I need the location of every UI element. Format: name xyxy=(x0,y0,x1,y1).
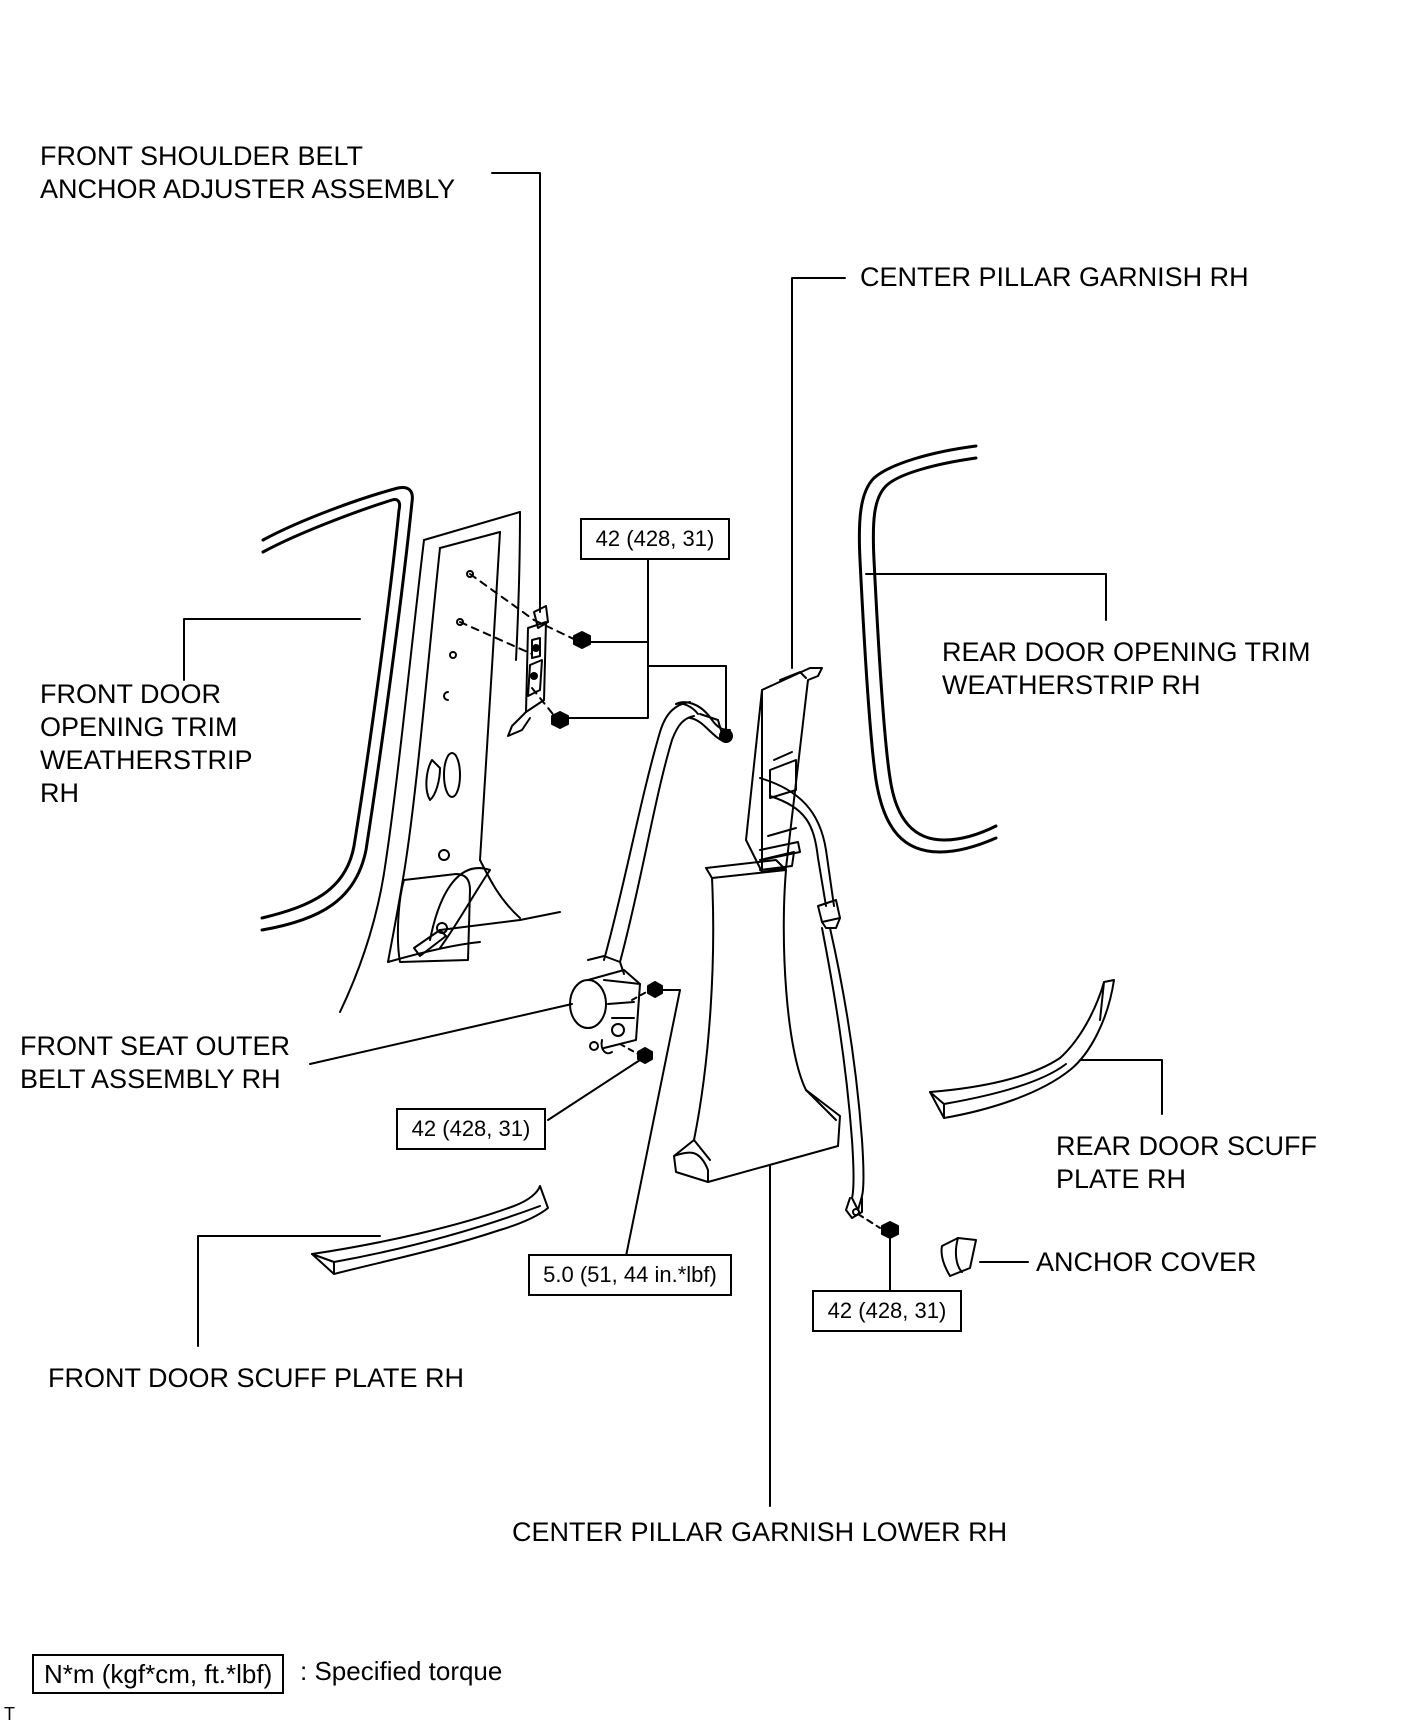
rear-door-weatherstrip-line-2: WEATHERSTRIP RH xyxy=(942,670,1201,700)
rear-door-scuff-line-2: PLATE RH xyxy=(1056,1164,1187,1194)
front-door-scuff-line-1: FRONT DOOR SCUFF PLATE RH xyxy=(48,1363,465,1393)
leader-lines xyxy=(183,172,1163,1507)
front-door-weatherstrip-label: FRONT DOOR OPENING TRIM WEATHERSTRIP RH xyxy=(40,678,253,810)
body-inner-panel xyxy=(339,511,561,1013)
torque-retractor-upper: 5.0 (51, 44 in.*lbf) xyxy=(528,1254,732,1296)
center-pillar-garnish-label: CENTER PILLAR GARNISH RH xyxy=(860,261,1249,294)
front-shoulder-belt-label: FRONT SHOULDER BELT ANCHOR ADJUSTER ASSE… xyxy=(40,140,455,206)
front-seat-outer-belt-line-1: FRONT SEAT OUTER xyxy=(20,1031,291,1061)
rear-door-scuff-part xyxy=(929,979,1115,1119)
front-door-weatherstrip-line-3: WEATHERSTRIP xyxy=(40,745,253,775)
front-shoulder-belt-line-2: ANCHOR ADJUSTER ASSEMBLY xyxy=(40,174,456,204)
torque-legend-text: : Specified torque xyxy=(300,1656,503,1686)
torque-upper-anchor: 42 (428, 31) xyxy=(580,518,730,560)
rear-door-weatherstrip-line-1: REAR DOOR OPENING TRIM xyxy=(942,637,1311,667)
front-seat-outer-belt-line-2: BELT ASSEMBLY RH xyxy=(20,1064,281,1094)
front-door-weatherstrip-part xyxy=(260,486,414,932)
center-pillar-garnish-part xyxy=(745,667,823,873)
anchor-cover-label: ANCHOR COVER xyxy=(1036,1246,1257,1279)
front-door-weatherstrip-line-1: FRONT DOOR xyxy=(40,679,221,709)
center-pillar-garnish-line-1: CENTER PILLAR GARNISH RH xyxy=(860,262,1249,292)
corner-mark: T xyxy=(4,1704,15,1724)
front-door-weatherstrip-line-4: RH xyxy=(40,778,79,808)
center-pillar-garnish-lower-line-1: CENTER PILLAR GARNISH LOWER RH xyxy=(512,1517,1008,1547)
shoulder-anchor-adjuster-part xyxy=(459,573,591,737)
belt-retractor-part xyxy=(569,955,663,1064)
front-door-scuff-label: FRONT DOOR SCUFF PLATE RH xyxy=(48,1362,464,1395)
front-seat-outer-belt-label: FRONT SEAT OUTER BELT ASSEMBLY RH xyxy=(20,1030,290,1096)
seat-belt-webbing xyxy=(603,701,899,1239)
anchor-cover-part xyxy=(940,1237,977,1277)
rear-door-scuff-line-1: REAR DOOR SCUFF xyxy=(1056,1131,1318,1161)
center-pillar-garnish-lower-part xyxy=(673,859,841,1183)
anchor-cover-line-1: ANCHOR COVER xyxy=(1036,1247,1257,1277)
front-door-scuff-part xyxy=(311,1185,549,1275)
front-shoulder-belt-line-1: FRONT SHOULDER BELT xyxy=(40,141,364,171)
torque-floor-anchor: 42 (428, 31) xyxy=(812,1290,962,1332)
center-pillar-garnish-lower-label: CENTER PILLAR GARNISH LOWER RH xyxy=(512,1516,1007,1549)
front-door-weatherstrip-line-2: OPENING TRIM xyxy=(40,712,238,742)
rear-door-weatherstrip-part xyxy=(857,444,998,854)
torque-legend-box: N*m (kgf*cm, ft.*lbf) xyxy=(32,1654,285,1694)
torque-retractor-lower: 42 (428, 31) xyxy=(396,1108,546,1150)
rear-door-weatherstrip-label: REAR DOOR OPENING TRIM WEATHERSTRIP RH xyxy=(942,636,1311,702)
rear-door-scuff-label: REAR DOOR SCUFF PLATE RH xyxy=(1056,1130,1317,1196)
